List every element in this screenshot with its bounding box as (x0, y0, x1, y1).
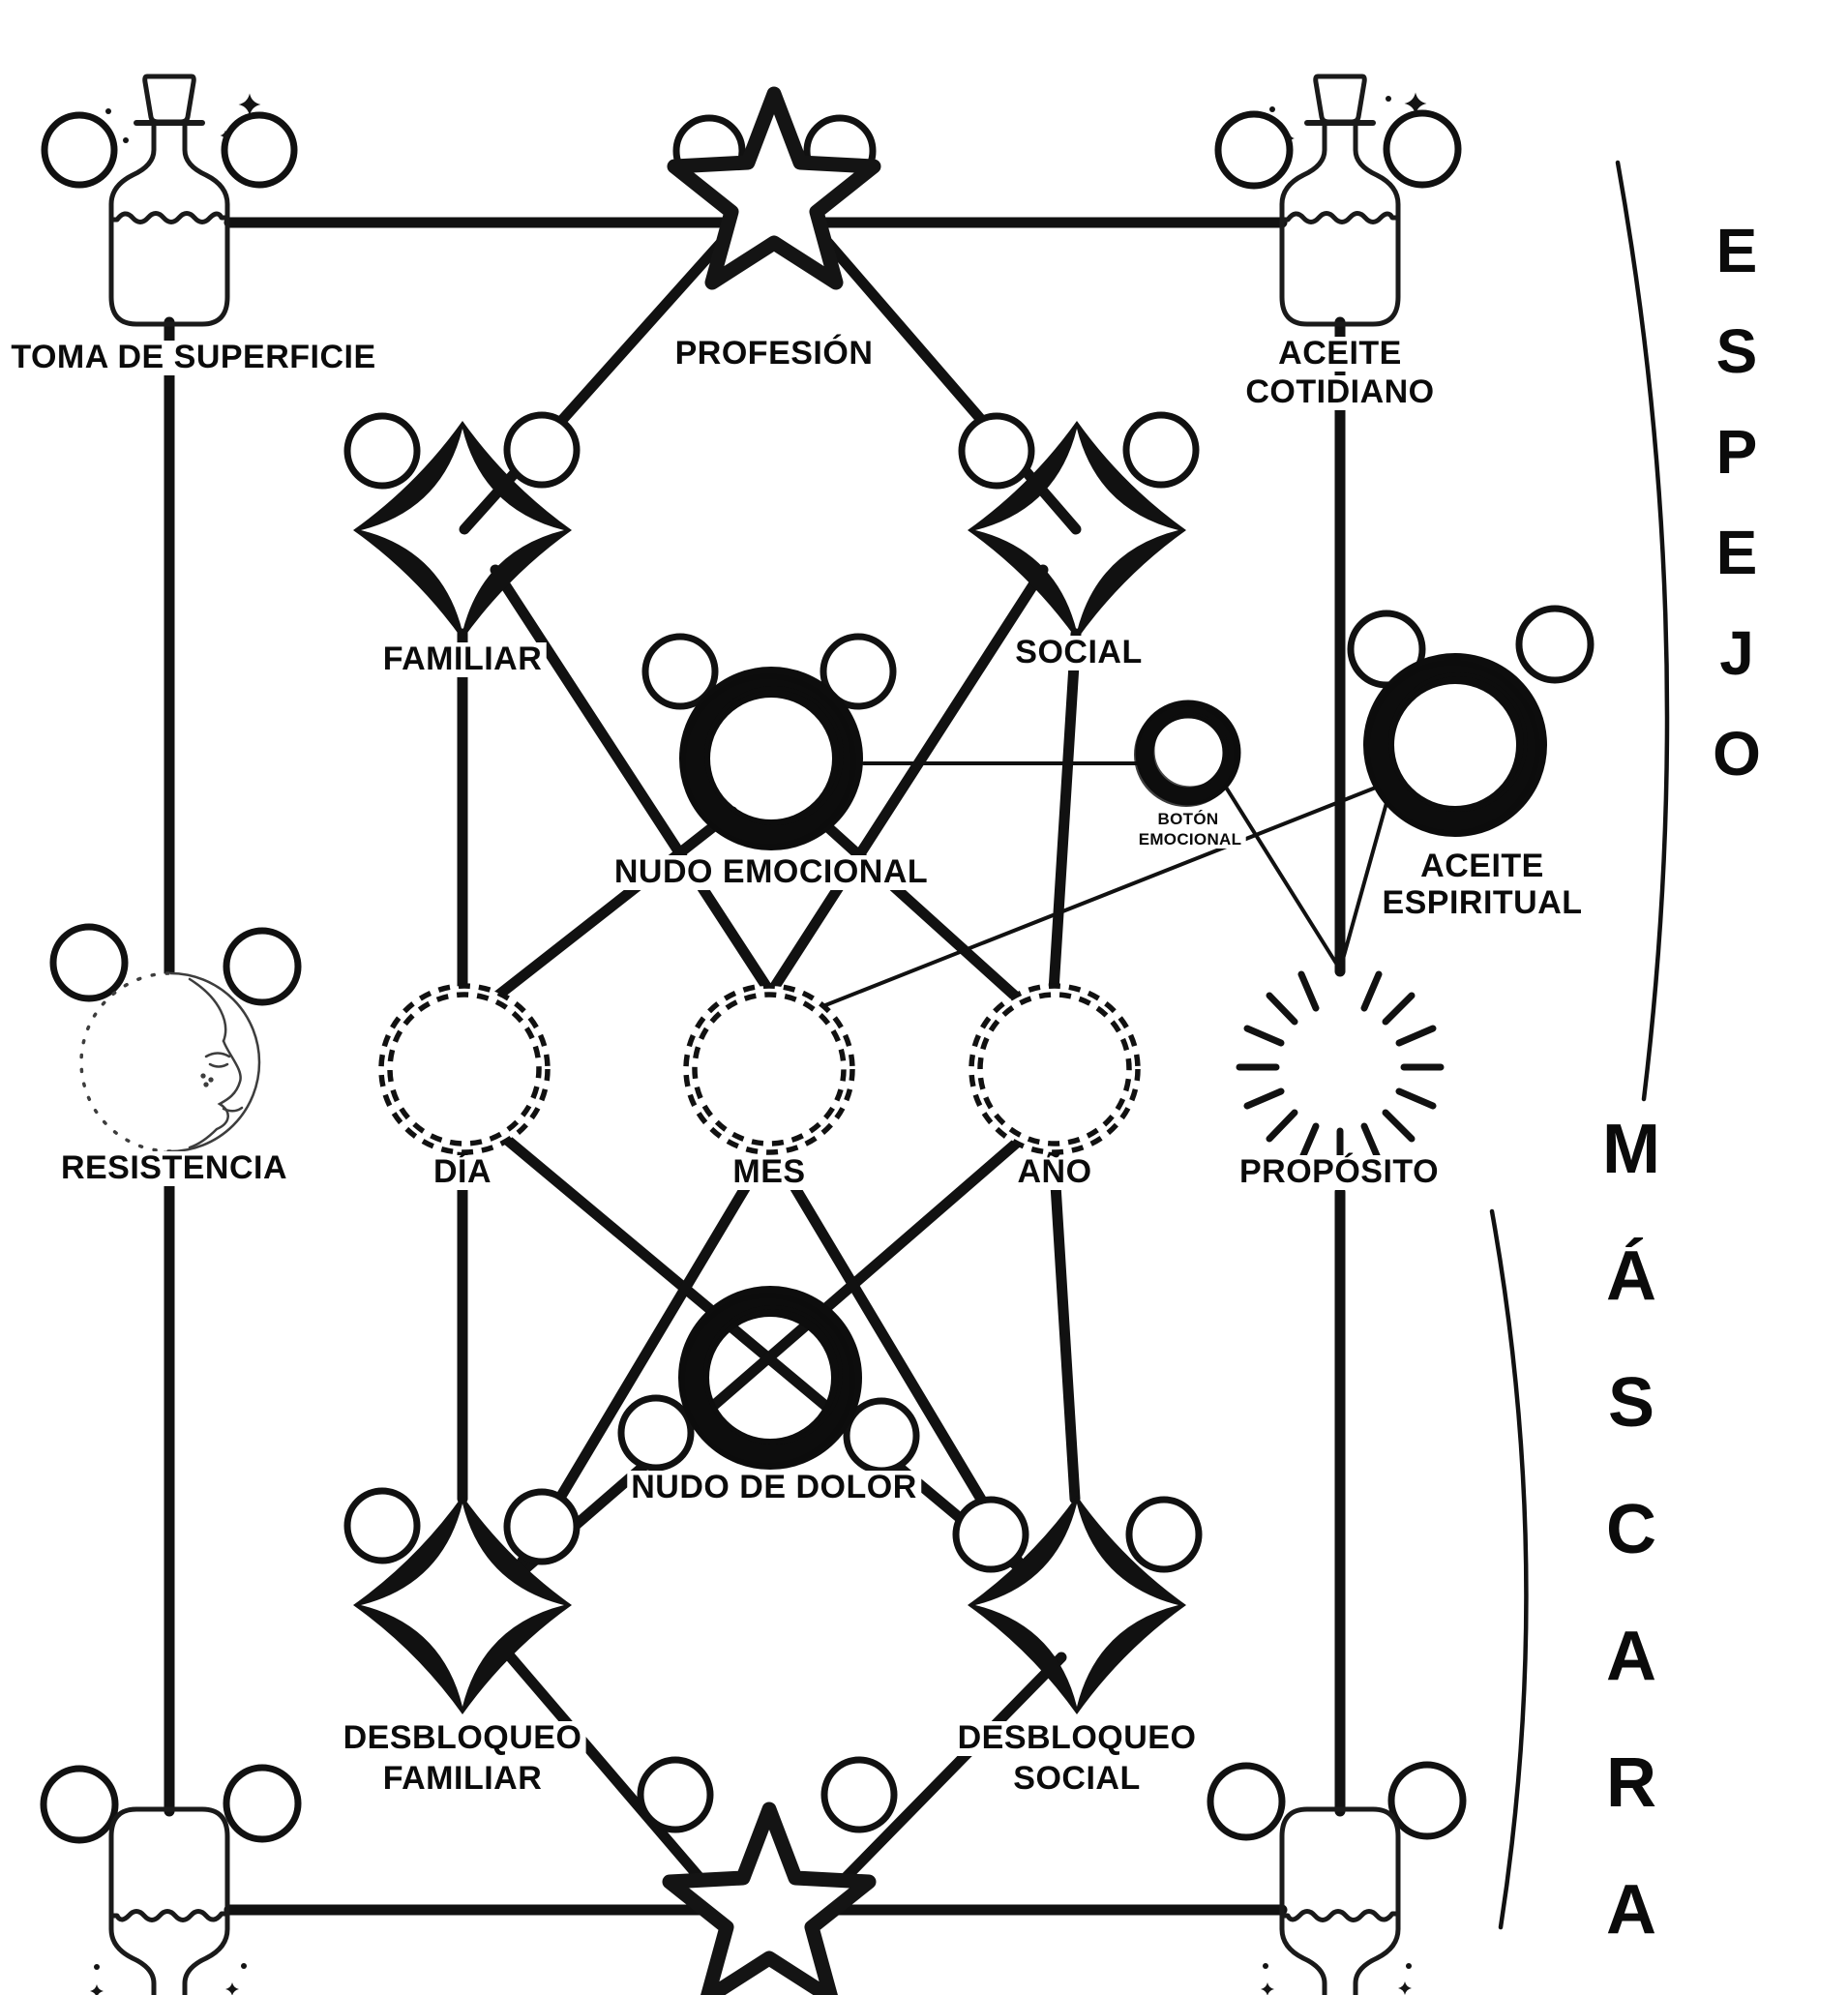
label-desbloqueo-social-line1: DESBLOQUEO (953, 1720, 1201, 1756)
espejo-letter-5: J (1719, 618, 1754, 688)
knot-ring-icon-nudo-de-dolor (678, 1286, 862, 1470)
label-aceite-espiritual-line1: ACEITE (1416, 849, 1548, 884)
small-ring-icon-boton-emocional (1134, 700, 1241, 807)
mascara-letter-5: A (1606, 1618, 1656, 1695)
label-boton-emocional-line1: BOTÓN (1153, 811, 1223, 828)
espejo-letter-4: E (1715, 518, 1758, 587)
mascara-letter-1: M (1602, 1111, 1660, 1188)
dashed-circle-icon-mes (683, 983, 855, 1155)
label-desbloqueo-social-line2: SOCIAL (1009, 1761, 1145, 1797)
label-desbloqueo-familiar-line2: FAMILIAR (378, 1761, 547, 1797)
label-desbloqueo-familiar-line1: DESBLOQUEO (339, 1720, 586, 1756)
label-profesion: PROFESIÓN (671, 336, 878, 372)
label-familiar: FAMILIAR (378, 641, 547, 677)
label-aceite-cotidiano-line1: ACEITE (1274, 336, 1406, 372)
mascara-letter-2: Á (1606, 1237, 1656, 1315)
knot-ring-icon-aceite-espiritual (1363, 653, 1547, 837)
mascara-letter-6: R (1606, 1744, 1656, 1822)
dashed-circle-icon-ano (969, 983, 1141, 1155)
espejo-letter-1: E (1715, 216, 1758, 285)
crescent-moon-icon-resistencia (79, 971, 261, 1153)
star-icon-profesion (667, 86, 881, 290)
dashed-circle-icon-dia (378, 983, 551, 1155)
label-resistencia: RESISTENCIA (56, 1150, 292, 1186)
connector-circles (40, 109, 1595, 1844)
connector-lines-thick (164, 217, 1346, 1916)
mascara-letter-4: C (1606, 1491, 1656, 1568)
sunburst-icon-proposito (1236, 970, 1445, 1172)
label-dia: DÍA (429, 1154, 496, 1190)
espejo-letter-3: P (1715, 417, 1758, 487)
mascara-brace-arc (1489, 1208, 1529, 1930)
mascara-letter-7: A (1606, 1871, 1656, 1949)
knot-ring-icon-nudo-emocional (679, 667, 863, 850)
potion-bottle-icon-toma-de-superficie (105, 76, 261, 324)
label-aceite-cotidiano-line2: COTIDIANO (1241, 374, 1439, 410)
label-nudo-emocional: NUDO EMOCIONAL (610, 854, 933, 890)
star-icon-estrella-inferior (662, 1801, 877, 1995)
label-social: SOCIAL (1011, 635, 1147, 670)
potion-bottle-icon-frasco-inferior-izquierdo (90, 1809, 247, 1995)
espejo-letter-6: O (1713, 719, 1761, 789)
label-boton-emocional-line2: EMOCIONAL (1134, 831, 1246, 849)
label-mes: MES (729, 1154, 810, 1190)
label-aceite-espiritual-line2: ESPIRITUAL (1378, 885, 1587, 921)
espejo-brace-arc (1615, 160, 1670, 1102)
mascara-letter-3: S (1607, 1364, 1655, 1442)
label-proposito: PROPÓSITO (1235, 1154, 1444, 1190)
label-toma-de-superficie: TOMA DE SUPERFICIE (7, 340, 380, 375)
potion-bottle-icon-aceite-cotidiano (1269, 76, 1427, 324)
connector-lines-thin (814, 761, 1393, 1011)
label-nudo-de-dolor: NUDO DE DOLOR (627, 1470, 921, 1505)
label-ano: AÑO (1013, 1154, 1096, 1190)
potion-bottle-icon-frasco-inferior-derecho (1261, 1809, 1412, 1995)
espejo-letter-2: S (1715, 316, 1758, 386)
